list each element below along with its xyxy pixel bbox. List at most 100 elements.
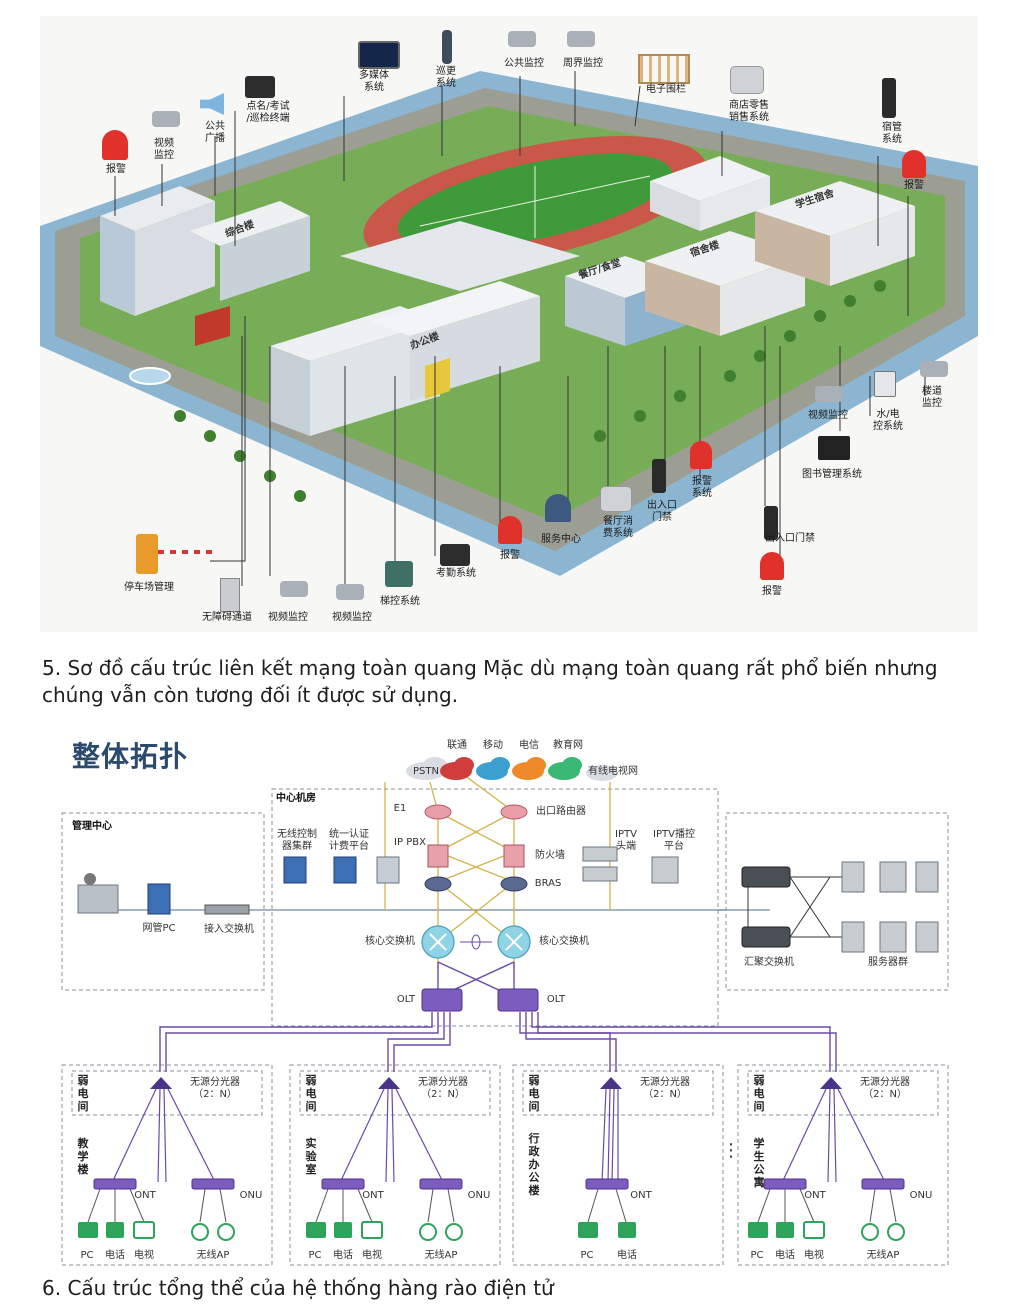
computer-icon bbox=[818, 436, 850, 460]
zone-box bbox=[512, 1064, 724, 1266]
camera-icon bbox=[152, 111, 180, 127]
alarm-icon bbox=[102, 130, 128, 160]
terminal-label: 电话 bbox=[617, 1250, 637, 1261]
label-service-center: 服务中心 bbox=[541, 534, 581, 545]
label-patrol: 巡更 系统 bbox=[436, 66, 456, 89]
auth-billing-label: 统一认证 计费平台 bbox=[329, 829, 369, 852]
terminal-label: PC bbox=[750, 1250, 764, 1261]
ap-label: 无线AP bbox=[866, 1250, 900, 1261]
elevator-icon bbox=[385, 561, 413, 587]
ellipsis: ⋮ bbox=[722, 1140, 740, 1161]
splitter-label: 无源分光器 （2：N） bbox=[190, 1077, 240, 1100]
zone-box bbox=[289, 1064, 501, 1266]
campus-illustration: 综合楼 办公楼 餐厅/食堂 宿舍楼 学生宿舍 报警 视频 监控 公共 广播 点名… bbox=[40, 16, 978, 632]
topology-diagram: 整体拓扑 联通 移动 电信 教育网 PSTN 有线电视网 中心机房 管理中心 E… bbox=[40, 727, 968, 1272]
label-canteen-pay: 餐厅消 费系统 bbox=[603, 516, 633, 539]
cable-tv-label: 有线电视网 bbox=[588, 766, 638, 777]
onu-label: ONU bbox=[467, 1190, 491, 1201]
terminal-label: 电视 bbox=[134, 1250, 154, 1261]
isp-label: 电信 bbox=[519, 740, 539, 751]
monitor-icon bbox=[358, 41, 400, 69]
zone-box bbox=[61, 1064, 273, 1266]
terminal-label: 电话 bbox=[333, 1250, 353, 1261]
building-roof-5 bbox=[755, 181, 915, 236]
weak-room-label: 弱电间 bbox=[77, 1074, 89, 1113]
label-perimeter-monitor: 周界监控 bbox=[563, 58, 603, 69]
splitter-label: 无源分光器 （2：N） bbox=[640, 1077, 690, 1100]
label-elevator: 梯控系统 bbox=[380, 596, 420, 607]
label-corridor-monitor: 楼道 监控 bbox=[922, 386, 942, 409]
access-reader-icon bbox=[882, 78, 896, 118]
parking-gate-icon bbox=[136, 534, 158, 574]
access-reader-icon bbox=[652, 459, 666, 493]
core-switch-label: 核心交换机 bbox=[365, 936, 415, 947]
label-video: 视频监控 bbox=[808, 410, 848, 421]
camera-icon bbox=[815, 386, 843, 402]
label-video: 视频监控 bbox=[332, 612, 372, 623]
label-dorm-mgmt: 宿管 系统 bbox=[882, 122, 902, 145]
pstn-label: PSTN bbox=[413, 766, 439, 777]
isp-label: 移动 bbox=[483, 740, 503, 751]
label-public-monitor: 公共监控 bbox=[504, 58, 544, 69]
terminal-label: PC bbox=[308, 1250, 322, 1261]
ap-label: 无线AP bbox=[424, 1250, 458, 1261]
firewall-label: 防火墙 bbox=[535, 850, 565, 861]
building-roof-1 bbox=[100, 186, 215, 231]
pos-icon bbox=[730, 66, 764, 94]
onu-label: ONU bbox=[239, 1190, 263, 1201]
caption-topology: 5. Sơ đồ cấu trúc liên kết mạng toàn qua… bbox=[42, 656, 938, 707]
label-alarm: 报警 bbox=[904, 180, 924, 191]
label-barrier-free: 无障碍通道 bbox=[202, 612, 252, 623]
mgmt-pc-label: 网管PC bbox=[142, 923, 176, 934]
splitter-label: 无源分光器 （2：N） bbox=[418, 1077, 468, 1100]
exit-router-label: 出口路由器 bbox=[536, 806, 586, 817]
label-attendance-terminal: 点名/考试 /巡检终端 bbox=[246, 101, 290, 124]
terminal-label: 电话 bbox=[775, 1250, 795, 1261]
label-gate: 出入口门禁 bbox=[765, 533, 815, 544]
alarm-icon bbox=[760, 552, 784, 580]
ont-label: ONT bbox=[134, 1190, 156, 1201]
weak-room-label: 弱电间 bbox=[753, 1074, 765, 1113]
meter-icon bbox=[874, 371, 896, 397]
splitter-label: 无源分光器 （2：N） bbox=[860, 1077, 910, 1100]
olt-label: OLT bbox=[396, 994, 416, 1005]
weak-room-label: 弱电间 bbox=[528, 1074, 540, 1113]
terminal-icon bbox=[245, 76, 275, 98]
camera-icon bbox=[336, 584, 364, 600]
terminal-label: 电话 bbox=[105, 1250, 125, 1261]
label-alarm-system: 报警 系统 bbox=[692, 476, 712, 499]
camera-icon bbox=[508, 31, 536, 47]
label-alarm: 报警 bbox=[762, 586, 782, 597]
pos-icon bbox=[600, 486, 632, 512]
region-center-room bbox=[271, 788, 719, 1027]
label-video: 视频 监控 bbox=[154, 138, 174, 161]
e1-label: E1 bbox=[393, 803, 407, 814]
label-retail: 商店零售 销售系统 bbox=[729, 100, 769, 123]
caption-fence-structure: 6. Cấu trúc tổng thể của hệ thống hàng r… bbox=[42, 1276, 554, 1300]
label-gate: 出入口 门禁 bbox=[647, 500, 677, 523]
terminal-label: PC bbox=[80, 1250, 94, 1261]
access-switch-label: 接入交换机 bbox=[204, 924, 254, 935]
ap-label: 无线AP bbox=[196, 1250, 230, 1261]
iptv-head-label: IPTV 头端 bbox=[615, 829, 637, 852]
olt-label: OLT bbox=[546, 994, 566, 1005]
person-icon bbox=[545, 494, 571, 522]
topology-drawing bbox=[61, 757, 949, 1266]
patrol-stick-icon bbox=[442, 30, 452, 64]
isp-label: 联通 bbox=[447, 740, 467, 751]
isp-clouds bbox=[406, 757, 618, 781]
terminal-label: PC bbox=[580, 1250, 594, 1261]
region-server-area bbox=[725, 812, 949, 991]
ont-label: ONT bbox=[804, 1190, 826, 1201]
core-switch-label: 核心交换机 bbox=[539, 936, 589, 947]
camera-icon bbox=[280, 581, 308, 597]
label-e-fence: 电子围栏 bbox=[646, 84, 686, 95]
access-reader-icon bbox=[764, 506, 778, 540]
weak-room-label: 弱电间 bbox=[305, 1074, 317, 1113]
alarm-icon bbox=[690, 441, 712, 469]
agg-switch-label: 汇聚交换机 bbox=[744, 957, 794, 968]
fence-icon bbox=[638, 54, 690, 84]
building-label: 学生公寓 bbox=[753, 1137, 765, 1189]
campus-drawing bbox=[40, 71, 978, 591]
ont-label: ONT bbox=[362, 1190, 384, 1201]
